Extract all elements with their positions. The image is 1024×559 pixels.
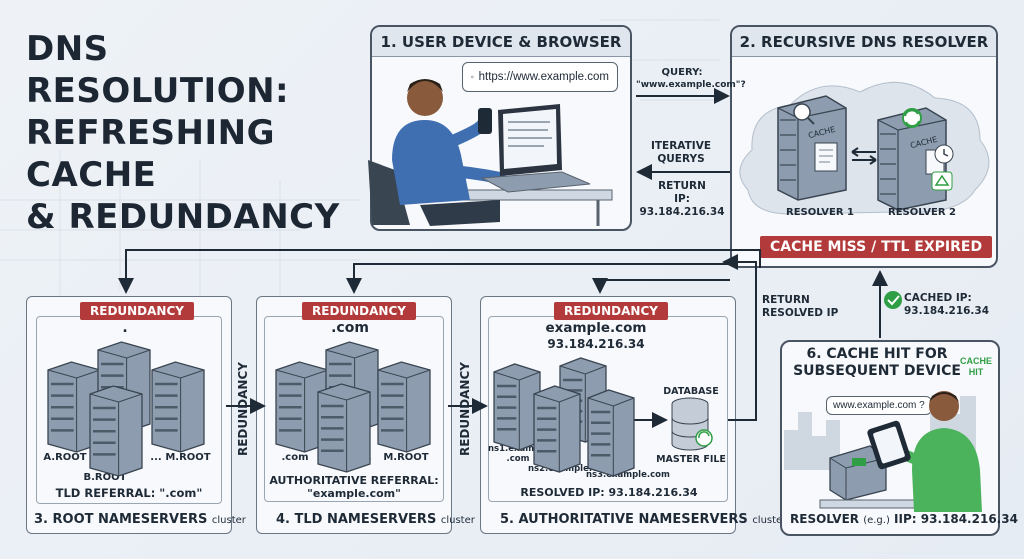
cache-miss-status: CACHE MISS / TTL EXPIRED xyxy=(760,236,993,258)
root-server-dots-label: ... xyxy=(150,452,162,463)
page-title: DNS RESOLUTION: REFRESHING CACHE & REDUN… xyxy=(26,29,340,237)
authoritative-referral-label: AUTHORITATIVE REFERRAL:"example.com" xyxy=(269,474,439,500)
redundancy-vertical-2: REDUNDANCY xyxy=(458,362,472,456)
cached-ip-label: CACHED IP:93.184.216.34 xyxy=(904,292,990,317)
tld-zone-label: .com xyxy=(331,320,369,336)
root-server-b-label: B.ROOT xyxy=(83,472,127,483)
query-label: QUERY:"www.example.com"? xyxy=(636,67,746,90)
tld-server-m-label: M.ROOT xyxy=(383,452,429,463)
resolver-2-label: RESOLVER 2 xyxy=(888,207,956,218)
root-server-m-label: M.ROOT xyxy=(165,452,211,463)
recursive-resolver-panel: 2. RECURSIVE DNS RESOLVER xyxy=(730,25,998,268)
url-text: https://www.example.com xyxy=(478,71,609,83)
root-caption: 3. ROOT NAMESERVERS cluster xyxy=(34,512,246,527)
user-device-panel: 1. USER DEVICE & BROWSER xyxy=(370,25,632,231)
browser-address-bar[interactable]: https://www.example.com xyxy=(462,62,618,92)
root-redundancy-badge: REDUNDANCY xyxy=(80,302,194,320)
resolved-ip-label: RESOLVED IP: 93.184.216.34 xyxy=(520,486,698,499)
tld-server-dots-label: ... xyxy=(360,452,372,463)
root-zone-label: . xyxy=(122,320,128,336)
cache-hit-footer: RESOLVER (e.g.) IIP: 93.184.216.34 xyxy=(790,512,1018,526)
resolver-1-label: RESOLVER 1 xyxy=(786,207,854,218)
auth-redundancy-badge: REDUNDANCY xyxy=(554,302,668,320)
database-label: DATABASE xyxy=(663,386,719,397)
redundancy-vertical-1: REDUNDANCY xyxy=(236,362,250,456)
tld-referral-label: TLD REFERRAL: ".com" xyxy=(55,486,203,500)
tld-redundancy-badge: REDUNDANCY xyxy=(302,302,416,320)
auth-caption: 5. AUTHORITATIVE NAMESERVERS cluster xyxy=(500,512,787,527)
tld-server-a-label: .com xyxy=(281,452,309,463)
master-file-label: MASTER FILE xyxy=(656,454,726,465)
query-bubble: www.example.com ? xyxy=(826,396,932,415)
ns3-label: ns3.example.com xyxy=(586,470,670,480)
panel-heading: 2. RECURSIVE DNS RESOLVER xyxy=(732,27,996,57)
globe-icon xyxy=(471,75,474,79)
root-server-a-label: A.ROOT xyxy=(43,452,87,463)
tld-caption: 4. TLD NAMESERVERS cluster xyxy=(276,512,475,527)
panel-heading: 1. USER DEVICE & BROWSER xyxy=(372,27,630,57)
ns1-label: ns1.example..com xyxy=(488,444,553,464)
